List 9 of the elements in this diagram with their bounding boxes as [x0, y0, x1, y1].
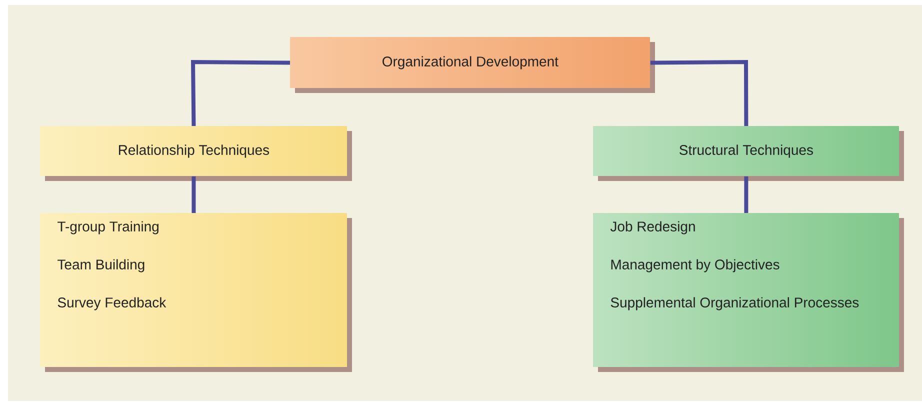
category-box: Structural Techniques: [593, 126, 904, 181]
list-box: Job Redesign Management by Objectives Supplemental Organizational Processes: [593, 213, 904, 372]
connector-line: [190, 60, 290, 126]
title-box: Organizational Development: [290, 37, 655, 93]
list-box: T-group Training Team Building Survey Feedback: [40, 213, 352, 372]
connector-line: [744, 176, 748, 213]
connector-line: [650, 60, 748, 126]
category-box: Relationship Techniques: [40, 126, 352, 181]
connector-line: [192, 176, 196, 213]
